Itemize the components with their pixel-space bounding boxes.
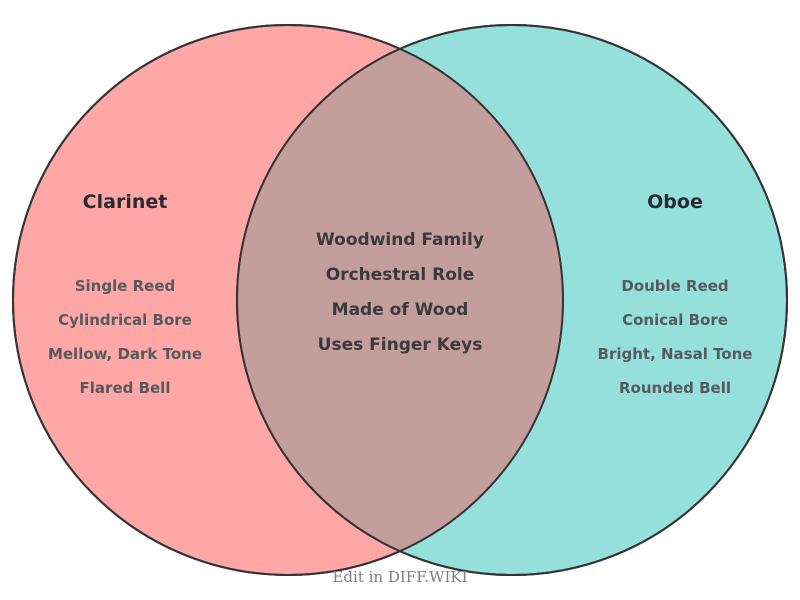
left-set-title-group[interactable]: Clarinet [25,193,225,212]
left-set-outline [12,24,564,576]
right-set-outline [236,24,788,576]
right-set-title-group[interactable]: Oboe [575,193,775,212]
right-set-title: Oboe [647,191,703,213]
left-set-title: Clarinet [82,191,168,213]
edit-credit-link[interactable]: Edit in DIFF.WIKI [332,568,468,586]
intersection-region[interactable] [237,25,787,575]
